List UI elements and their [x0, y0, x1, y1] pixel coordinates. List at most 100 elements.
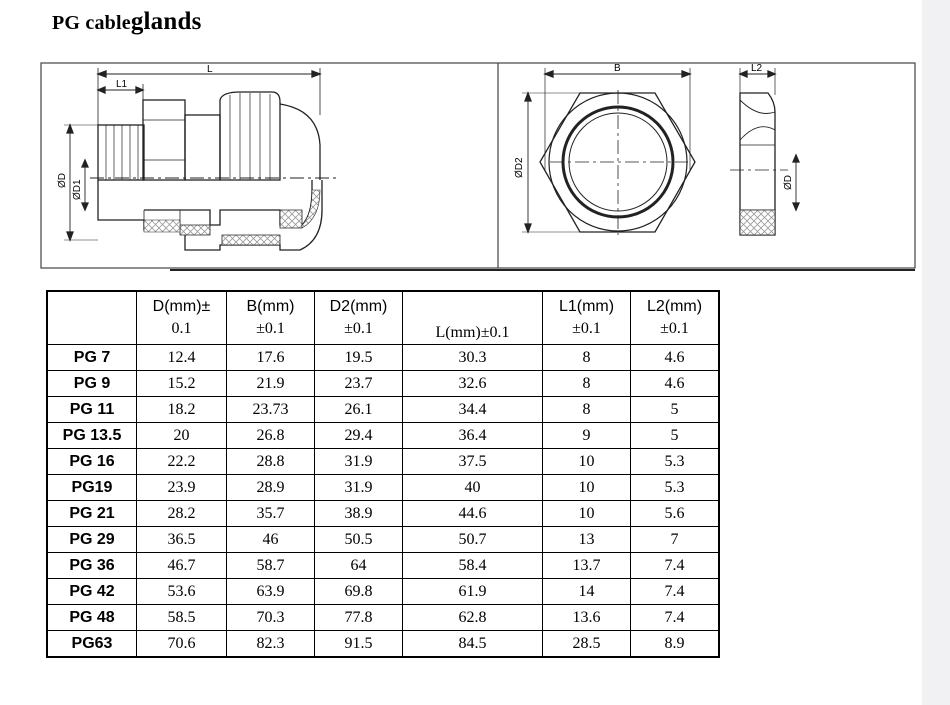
header-text: L2(mm)	[646, 298, 703, 315]
value-cell: 30.3	[402, 344, 543, 371]
technical-drawing: L L1 ØD ØD1 B ØD2	[40, 62, 916, 271]
value-cell: 9	[542, 422, 631, 449]
value-cell: 7.4	[630, 578, 720, 605]
header-cell-l2: L2(mm) ±0.1	[630, 290, 720, 345]
value-cell: 8	[542, 344, 631, 371]
value-cell: 8.9	[630, 630, 720, 658]
value-cell: 91.5	[314, 630, 403, 658]
size-cell: PG 29	[46, 526, 137, 553]
title-part1: PG cable	[52, 12, 131, 34]
value-cell: 36.5	[136, 526, 227, 553]
value-cell: 7.4	[630, 552, 720, 579]
value-cell: 50.7	[402, 526, 543, 553]
header-cell-l: L(mm)±0.1	[402, 290, 543, 345]
value-cell: 31.9	[314, 448, 403, 475]
size-cell: PG 7	[46, 344, 137, 371]
value-cell: 84.5	[402, 630, 543, 658]
header-cell-d: D(mm)±0.1	[136, 290, 227, 345]
value-cell: 15.2	[136, 370, 227, 397]
size-cell: PG 21	[46, 500, 137, 527]
header-cell-b: B(mm) ±0.1	[226, 290, 315, 345]
value-cell: 38.9	[314, 500, 403, 527]
value-cell: 37.5	[402, 448, 543, 475]
value-cell: 5.3	[630, 448, 720, 475]
value-cell: 82.3	[226, 630, 315, 658]
value-cell: 70.6	[136, 630, 227, 658]
header-cell-0	[46, 290, 137, 345]
value-cell: 58.7	[226, 552, 315, 579]
size-cell: PG63	[46, 630, 137, 658]
value-cell: 58.4	[402, 552, 543, 579]
value-cell: 8	[542, 370, 631, 397]
value-cell: 34.4	[402, 396, 543, 423]
value-cell: 36.4	[402, 422, 543, 449]
value-cell: 12.4	[136, 344, 227, 371]
nut-side-view	[730, 68, 800, 236]
header-cell-d2: D2(mm) ±0.1	[314, 290, 403, 345]
value-cell: 31.9	[314, 474, 403, 501]
value-cell: 13.7	[542, 552, 631, 579]
page-title: PG cableglands	[52, 8, 202, 36]
value-cell: 5.3	[630, 474, 720, 501]
value-cell: 28.5	[542, 630, 631, 658]
size-cell: PG 42	[46, 578, 137, 605]
value-cell: 44.6	[402, 500, 543, 527]
specs-table: D(mm)±0.1 B(mm) ±0.1 D2(mm) ±0.1 L(mm)±0.1…	[46, 290, 720, 658]
header-text: L(mm)±0.1	[435, 324, 510, 341]
value-cell: 69.8	[314, 578, 403, 605]
size-cell: PG 11	[46, 396, 137, 423]
value-cell: 28.2	[136, 500, 227, 527]
value-cell: 18.2	[136, 396, 227, 423]
header-text: L1(mm)	[558, 298, 615, 315]
label-D1: ØD1	[72, 179, 83, 200]
header-text: ±0.1	[660, 320, 689, 337]
size-cell: PG 36	[46, 552, 137, 579]
value-cell: 77.8	[314, 604, 403, 631]
value-cell: 50.5	[314, 526, 403, 553]
label-B: B	[614, 63, 621, 74]
nut-front-view	[522, 68, 696, 235]
value-cell: 5	[630, 422, 720, 449]
title-part2: glands	[130, 8, 202, 35]
value-cell: 26.8	[226, 422, 315, 449]
value-cell: 26.1	[314, 396, 403, 423]
label-D: ØD	[57, 173, 68, 188]
value-cell: 23.9	[136, 474, 227, 501]
value-cell: 19.5	[314, 344, 403, 371]
header-text: B(mm)	[246, 298, 295, 315]
label-D-nut: ØD	[783, 175, 794, 190]
header-text: ±0.1	[344, 320, 373, 337]
value-cell: 40	[402, 474, 543, 501]
value-cell: 32.6	[402, 370, 543, 397]
header-text: ±0.1	[256, 320, 285, 337]
value-cell: 22.2	[136, 448, 227, 475]
label-D2: ØD2	[514, 157, 525, 178]
header-cell-l1: L1(mm)±0.1	[542, 290, 631, 345]
value-cell: 7	[630, 526, 720, 553]
value-cell: 23.73	[226, 396, 315, 423]
page-side-strip	[922, 0, 950, 705]
value-cell: 13	[542, 526, 631, 553]
drawing-frame	[40, 62, 916, 269]
value-cell: 70.3	[226, 604, 315, 631]
header-text: D2(mm)	[329, 298, 388, 315]
value-cell: 20	[136, 422, 227, 449]
value-cell: 46.7	[136, 552, 227, 579]
size-cell: PG 9	[46, 370, 137, 397]
gland-side-view	[64, 68, 340, 251]
table-header-row: D(mm)±0.1 B(mm) ±0.1 D2(mm) ±0.1 L(mm)±0.1…	[46, 290, 720, 345]
value-cell: 28.8	[226, 448, 315, 475]
value-cell: 14	[542, 578, 631, 605]
value-cell: 8	[542, 396, 631, 423]
value-cell: 46	[226, 526, 315, 553]
